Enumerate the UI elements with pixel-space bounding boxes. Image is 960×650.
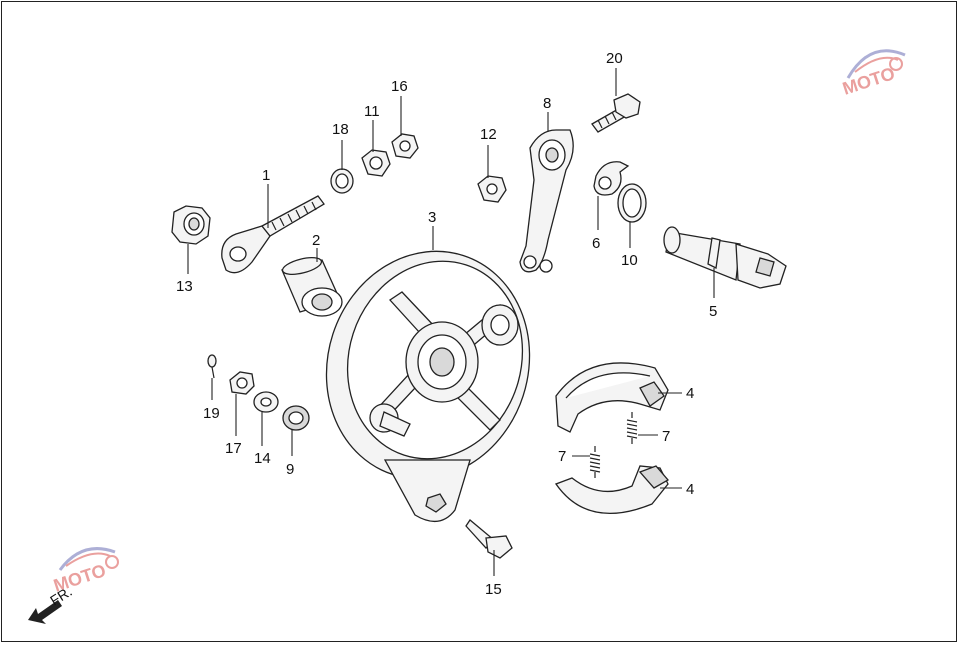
part-18-washer [330,168,354,194]
part-16-nut [391,133,419,159]
callout-19: 19 [203,405,220,422]
part-20-bolt [591,93,641,133]
callout-6: 6 [592,235,600,252]
callout-5: 5 [709,303,717,320]
callout-1: 1 [262,167,270,184]
part-4-brake-shoe-lower [554,465,670,515]
part-6-indicator-plate [593,161,630,196]
callout-4-upper: 4 [686,385,694,402]
callout-16: 16 [391,78,408,95]
callout-17: 17 [225,440,242,457]
part-19-cotter-pin [207,354,217,379]
part-1-adjuster-bolt [221,195,325,274]
part-2-collar [281,257,343,317]
part-13-axle-nut [171,205,211,245]
part-5-brake-cam [663,226,787,289]
part-4-brake-shoe-upper [555,362,669,433]
part-12-nut [477,175,507,203]
callout-12: 12 [480,126,497,143]
part-11-nut [361,149,391,177]
callout-14: 14 [254,450,271,467]
callout-15: 15 [485,581,502,598]
part-14-washer [253,391,279,413]
callout-11: 11 [364,103,380,120]
callout-4-lower: 4 [686,481,694,498]
callout-8: 8 [543,95,551,112]
callout-20: 20 [606,50,623,67]
callout-13: 13 [176,278,193,295]
part-15-bolt [465,519,513,559]
callout-9: 9 [286,461,294,478]
part-3-brake-panel [325,250,531,522]
callout-2: 2 [312,232,320,249]
part-10-o-ring [617,183,647,223]
part-17-nut [229,371,255,395]
callout-10: 10 [621,252,638,269]
part-7-spring-lower [589,446,601,478]
part-9-dust-seal [282,405,310,431]
callout-7-upper: 7 [662,428,670,445]
callout-7-lower: 7 [558,448,566,465]
callout-3: 3 [428,209,436,226]
part-8-brake-arm [519,129,574,273]
part-7-spring-upper [626,412,638,444]
callout-18: 18 [332,121,349,138]
